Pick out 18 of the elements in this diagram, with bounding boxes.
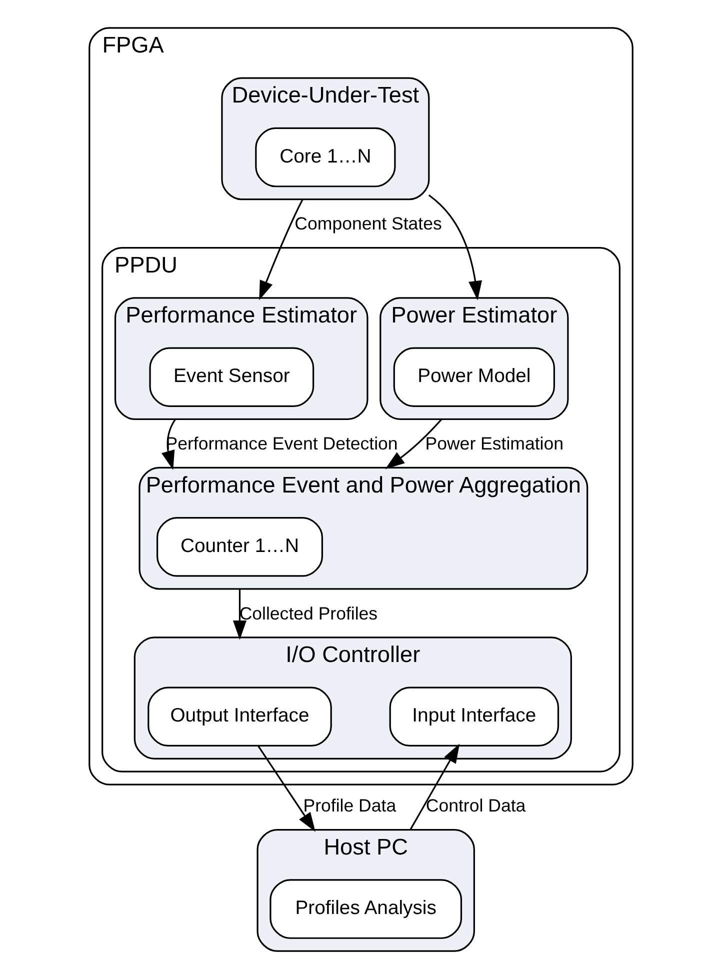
arrow [428,194,482,300]
node-box: Profiles Analysis [270,879,462,939]
arrow [385,418,442,470]
node-box: Input Interface [389,686,560,747]
node-box: Output Interface [148,686,332,747]
node-box: Counter 1…N [156,516,323,577]
arrow [410,744,460,830]
node-box: Event Sensor [149,347,314,408]
node-box: Core 1…N [255,127,396,188]
edge-label: Component States [294,214,442,234]
edge-label: Control Data [426,796,526,816]
node-box: Power Model [393,347,555,408]
arrow [232,588,247,640]
edge-label: Profile Data [303,796,396,816]
edge-label: Power Estimation [425,434,564,454]
arrow [257,745,316,832]
edge-label: Collected Profiles [239,603,378,624]
arrow [259,198,304,300]
